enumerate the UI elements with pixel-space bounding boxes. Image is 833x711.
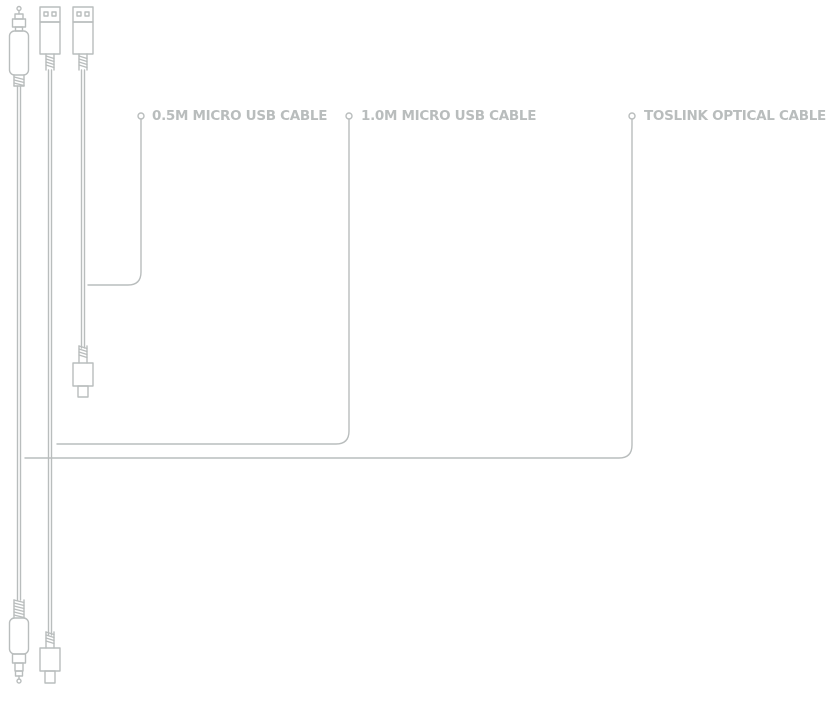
cable-label-1m-micro-usb: 1.0M MICRO USB CABLE — [361, 108, 537, 124]
usb-a-connector-icon — [72, 6, 94, 71]
cable-label-05m-micro-usb: 0.5M MICRO USB CABLE — [152, 108, 328, 124]
cable-label-toslink-optical: TOSLINK OPTICAL CABLE — [644, 108, 826, 124]
usb-a-connector-icon — [39, 6, 61, 71]
leader-line-05m — [87, 112, 145, 286]
micro-usb-cable-05m — [72, 6, 94, 398]
leader-line-1m — [56, 112, 353, 445]
micro-usb-connector-icon — [72, 345, 94, 398]
micro-usb-connector-icon — [39, 631, 61, 684]
toslink-bottom-connector-icon — [8, 599, 30, 684]
micro-usb-cable-1m — [39, 6, 61, 684]
leader-line-toslink — [24, 112, 636, 459]
toslink-top-connector-icon — [8, 5, 30, 87]
toslink-optical-cable — [8, 5, 30, 684]
